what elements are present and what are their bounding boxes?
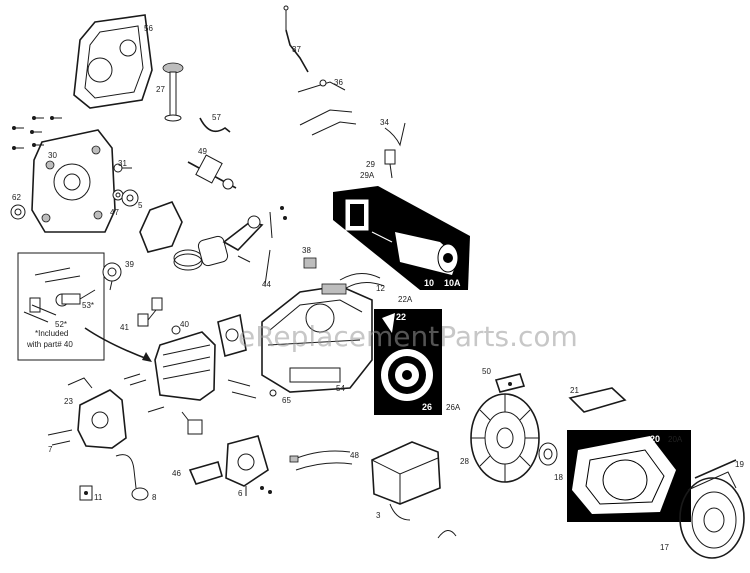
hook-part <box>437 530 457 539</box>
label-11: 11 <box>94 493 103 502</box>
label-41: 41 <box>120 323 129 332</box>
recoil-starter-part-17 <box>679 471 745 559</box>
label-30: 30 <box>48 151 57 160</box>
note-arrow <box>84 327 151 361</box>
watermark: eReplacementParts.com <box>238 320 578 353</box>
label-10a: 10A <box>444 278 461 288</box>
label-57: 57 <box>212 113 221 122</box>
label-50: 50 <box>482 367 491 376</box>
label-20: 20 <box>650 434 660 444</box>
cylinder-head-part-40 <box>154 325 216 401</box>
bolts-crankcase <box>12 116 62 150</box>
label-31: 31 <box>118 159 127 168</box>
label-26a: 26A <box>446 403 461 412</box>
label-44: 44 <box>262 280 271 289</box>
label-38: 38 <box>302 246 311 255</box>
oil-seal-gasket <box>139 201 183 253</box>
label-10: 10 <box>424 278 434 288</box>
label-12: 12 <box>376 284 385 293</box>
label-65: 65 <box>282 396 291 405</box>
seal-part-62 <box>10 204 26 220</box>
part-38 <box>303 257 317 269</box>
label-46: 46 <box>172 469 181 478</box>
wiring-part-48 <box>289 450 353 471</box>
part-11 <box>79 485 93 501</box>
label-39: 39 <box>125 260 134 269</box>
note-arrowhead <box>142 352 152 362</box>
label-29a: 29A <box>360 171 375 180</box>
bracket-part-50 <box>494 373 526 393</box>
part-7 <box>47 429 73 446</box>
cables-part-36 <box>297 79 357 136</box>
label-40: 40 <box>180 320 189 329</box>
label-17: 17 <box>660 543 669 552</box>
crankcase-cover-part-30 <box>31 129 116 233</box>
engine-block-part-54 <box>261 283 373 393</box>
label-62: 62 <box>12 193 21 202</box>
label-23: 23 <box>64 397 73 406</box>
label-26: 26 <box>422 402 432 412</box>
label-53: 53* <box>82 301 94 310</box>
note-line-1: *Included <box>35 329 68 338</box>
label-21: 21 <box>570 386 579 395</box>
label-8: 8 <box>152 493 157 502</box>
gasket-part-56 <box>73 14 153 109</box>
bracket-part-46 <box>188 461 223 485</box>
washer-part-65 <box>269 389 277 397</box>
label-36: 36 <box>334 78 343 87</box>
label-54: 54 <box>336 384 345 393</box>
label-6: 6 <box>238 489 243 498</box>
note-line-2: with part# 40 <box>26 340 73 349</box>
head-bolts <box>123 373 257 413</box>
flywheel-part-26 <box>381 313 433 401</box>
starter-motor-part-10 <box>345 199 459 275</box>
label-22: 22 <box>396 312 406 322</box>
label-34: 34 <box>380 118 389 127</box>
lever-part-37 <box>283 5 309 73</box>
piston-assembly-part-44 <box>173 206 287 286</box>
bearings-part-47-5 <box>112 189 139 207</box>
label-37: 37 <box>292 45 301 54</box>
label-19: 19 <box>735 460 744 469</box>
label-5: 5 <box>138 201 143 210</box>
cover-part-23 <box>67 377 127 449</box>
fuel-tank-part-3 <box>371 441 441 521</box>
hose-part-57 <box>199 117 231 133</box>
primer-part-8 <box>115 454 149 501</box>
head-gasket <box>217 313 247 358</box>
part-31 <box>113 163 132 173</box>
label-20a: 20A <box>668 435 683 444</box>
label-47: 47 <box>110 208 119 217</box>
blower-housing-part-20 <box>572 436 676 514</box>
label-49: 49 <box>198 147 207 156</box>
label-48: 48 <box>350 451 359 460</box>
label-56: 56 <box>144 24 153 33</box>
label-52: 52* <box>55 320 67 329</box>
shield-part-21 <box>568 387 627 413</box>
governor-part-53 <box>61 289 96 305</box>
label-22a: 22A <box>398 295 413 304</box>
label-18: 18 <box>554 473 563 482</box>
label-27: 27 <box>156 85 165 94</box>
wire-part-12 <box>339 273 385 289</box>
crankshaft-part-49 <box>187 154 237 190</box>
bracket-part-46b <box>181 411 203 435</box>
recoil-handle-part-19 <box>694 459 737 479</box>
valve-part-41 <box>137 297 163 327</box>
pulley-part-18 <box>538 442 558 466</box>
label-29: 29 <box>366 160 375 169</box>
carburetor-part-6 <box>225 435 272 496</box>
label-3: 3 <box>376 511 381 520</box>
dipstick-part-27 <box>162 62 184 122</box>
label-7: 7 <box>48 445 53 454</box>
switch-part-34-29 <box>384 122 406 179</box>
gear-part-39 <box>102 262 122 291</box>
label-28: 28 <box>460 457 469 466</box>
cooling-fan-part-28 <box>470 393 540 483</box>
